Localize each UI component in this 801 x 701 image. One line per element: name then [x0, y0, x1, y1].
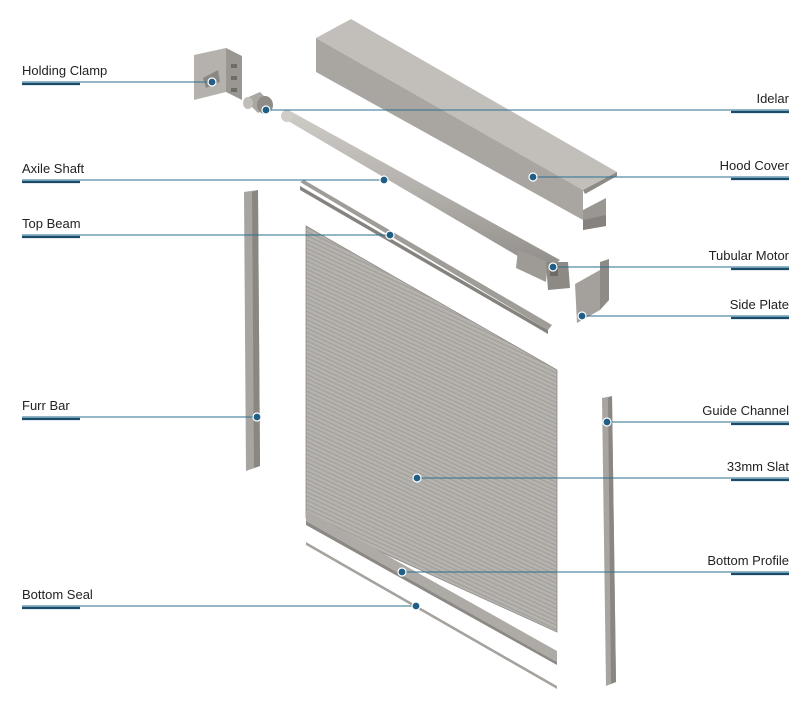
marker-holding-clamp: [207, 77, 217, 87]
label-hood-cover: Hood Cover: [719, 158, 789, 173]
label-top-beam: Top Beam: [22, 216, 81, 231]
marker-hood-cover: [528, 172, 538, 182]
label-bottom-seal: Bottom Seal: [22, 587, 93, 602]
marker-bottom-seal: [411, 601, 421, 611]
bottom-seal-part: [306, 542, 557, 689]
label-underlines: [22, 82, 789, 610]
marker-slat: [412, 473, 422, 483]
callout-markers: [207, 77, 612, 611]
top-beam-part: [300, 180, 552, 334]
marker-axile-shaft: [379, 175, 389, 185]
label-idelar: Idelar: [756, 91, 789, 106]
slat-curtain-part: [305, 225, 558, 633]
label-furr-bar: Furr Bar: [22, 398, 70, 413]
label-holding-clamp: Holding Clamp: [22, 63, 108, 78]
label-side-plate: Side Plate: [729, 297, 789, 312]
label-bottom-profile: Bottom Profile: [707, 553, 789, 568]
marker-guide-channel: [602, 417, 612, 427]
label-slat: 33mm Slat: [726, 459, 789, 474]
leader-lines: [22, 81, 789, 607]
axile-shaft-part: [281, 110, 560, 272]
marker-tubular-motor: [548, 262, 558, 272]
marker-idelar: [261, 105, 271, 115]
side-plate-part: [575, 259, 609, 323]
label-guide-channel: Guide Channel: [702, 403, 789, 418]
label-tubular-motor: Tubular Motor: [708, 248, 789, 263]
marker-furr-bar: [252, 412, 262, 422]
hood-cover-part: [316, 19, 617, 230]
label-axile-shaft: Axile Shaft: [22, 161, 85, 176]
marker-side-plate: [577, 311, 587, 321]
marker-top-beam: [385, 230, 395, 240]
holding-clamp-part: [194, 48, 242, 100]
marker-bottom-profile: [397, 567, 407, 577]
bottom-profile-part: [306, 510, 557, 665]
furr-bar-part: [244, 190, 260, 471]
guide-channel-part: [602, 396, 616, 686]
